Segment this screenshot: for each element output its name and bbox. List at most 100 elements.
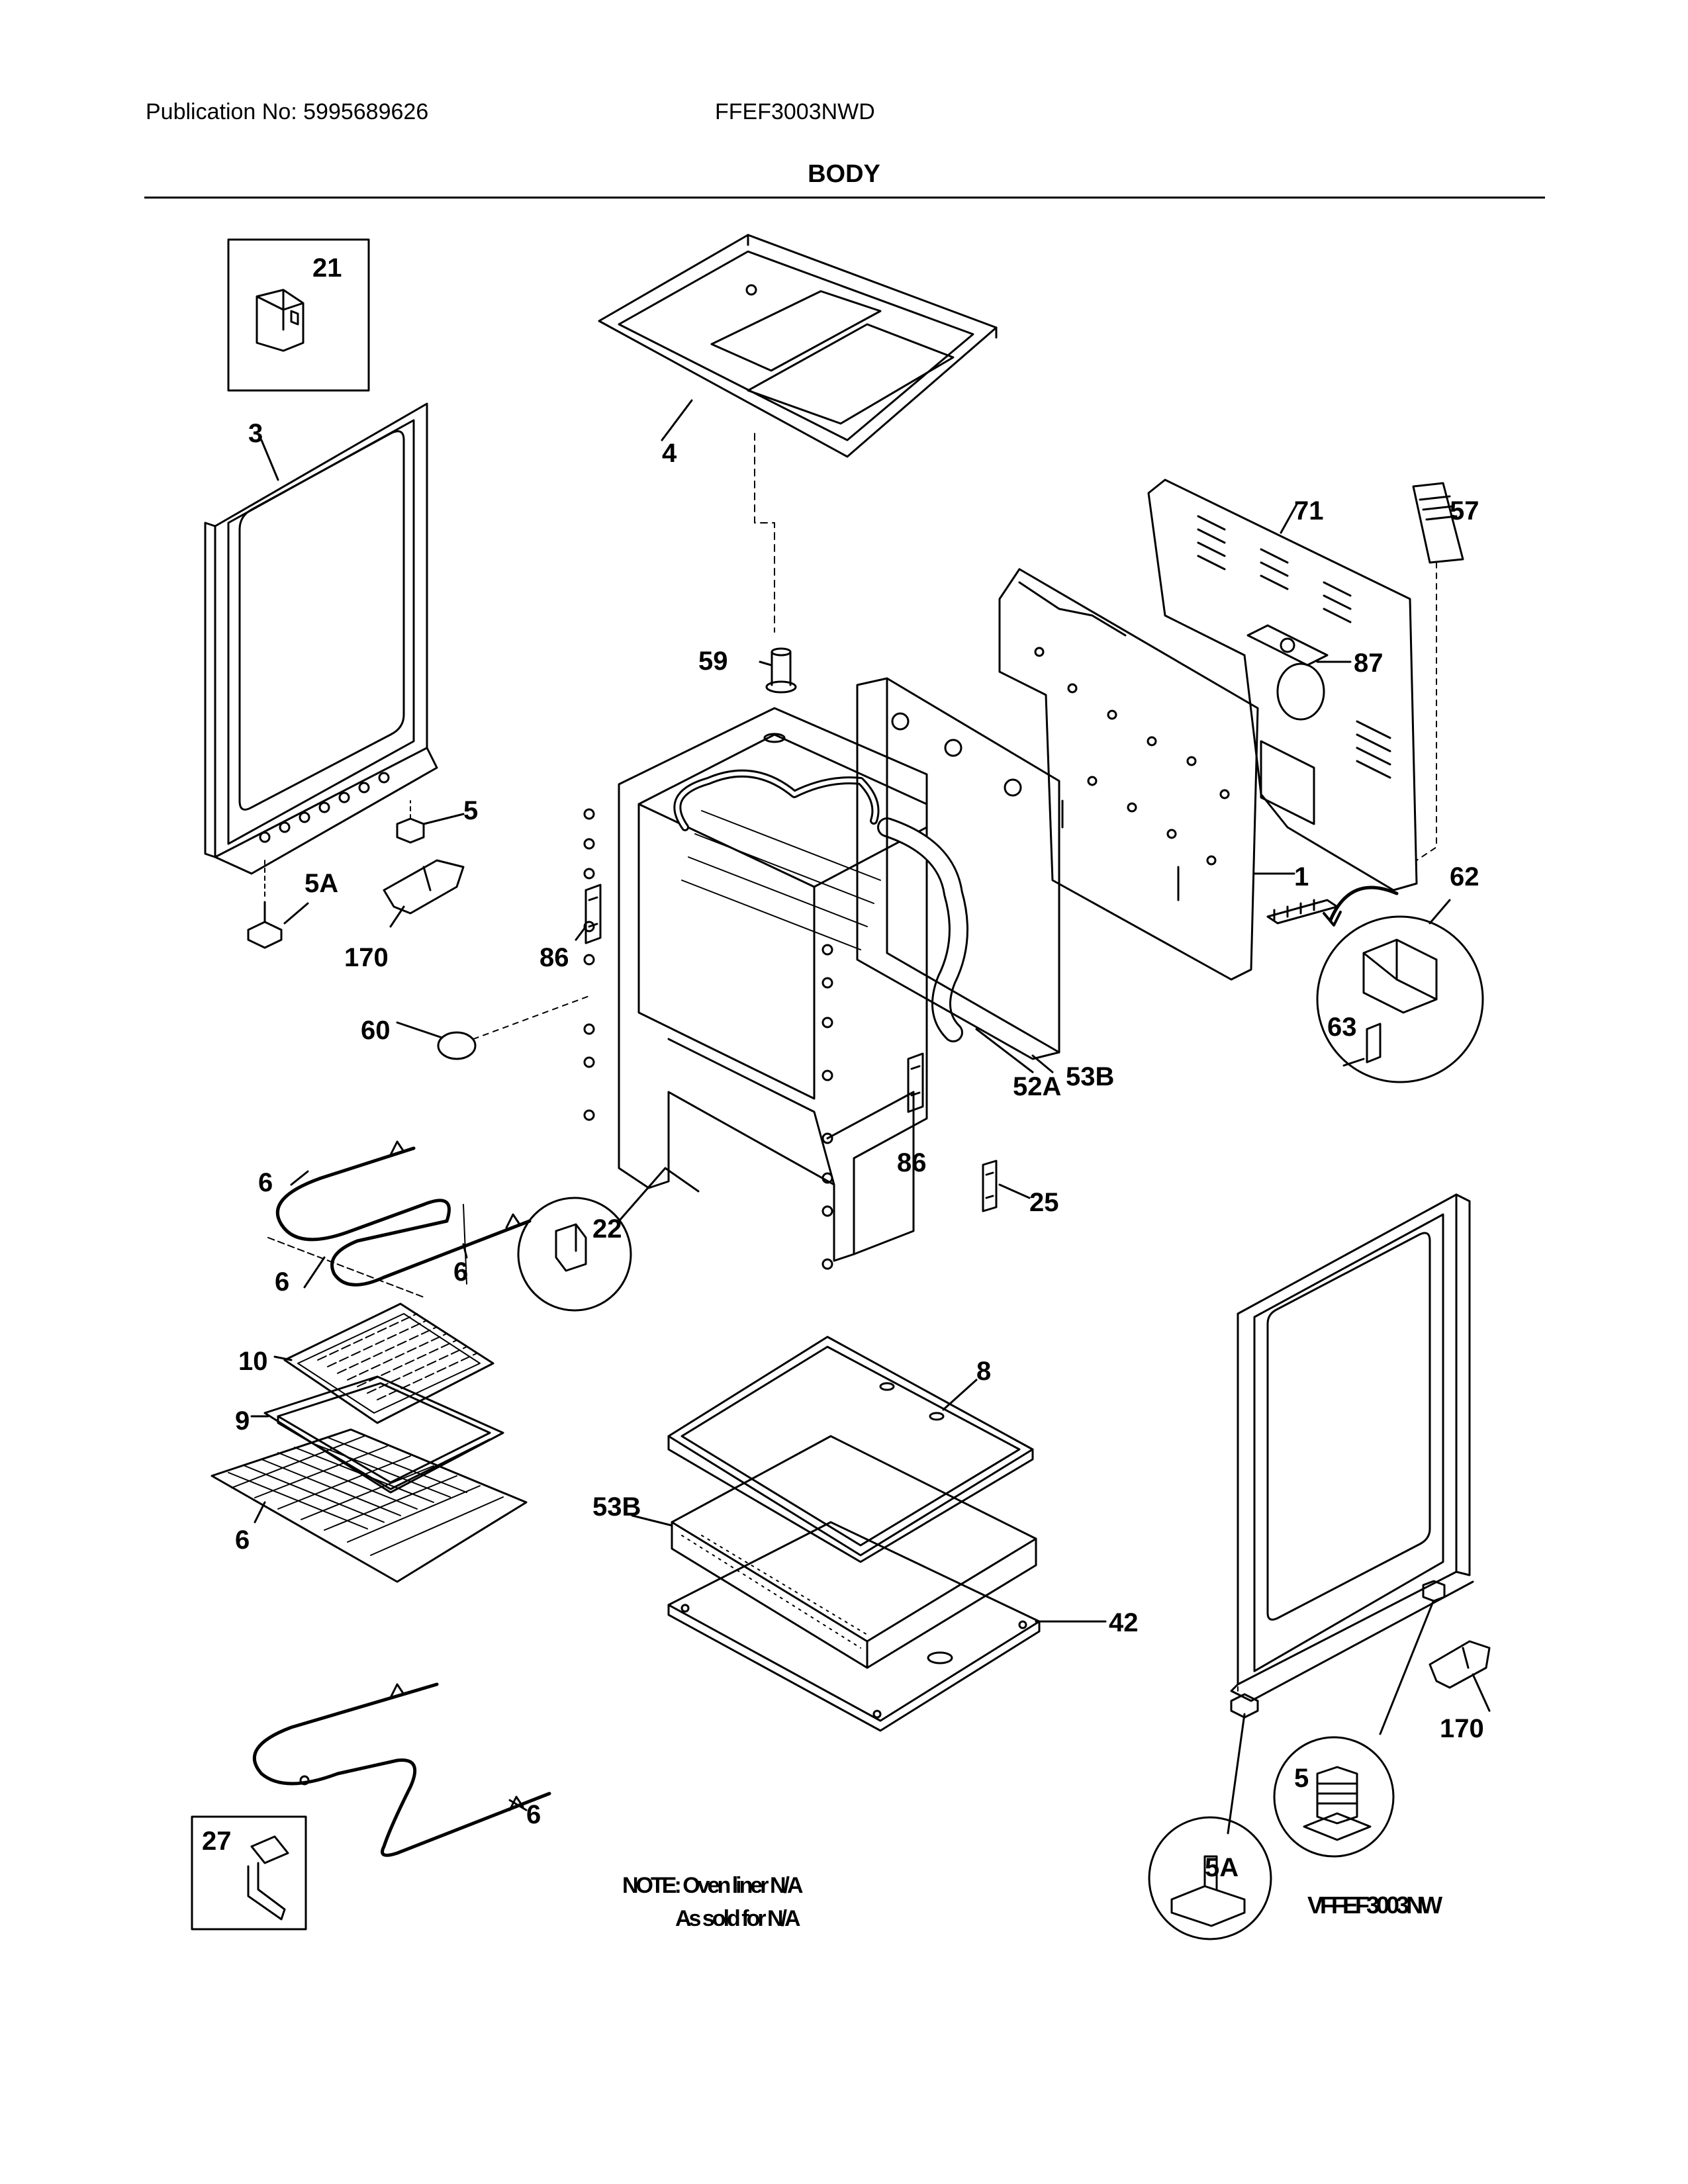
part-170-bracket-upper — [383, 859, 465, 915]
leader-170-lower — [1472, 1673, 1491, 1712]
label-57: 57 — [1450, 496, 1479, 525]
leader-3 — [260, 439, 279, 481]
leader-5A-lower — [1227, 1713, 1246, 1835]
label-4: 4 — [662, 439, 677, 468]
part-3-side-panel — [204, 402, 438, 875]
label-62: 62 — [1450, 862, 1479, 891]
page-title: BODY — [808, 160, 880, 188]
label-27: 27 — [202, 1827, 232, 1856]
label-21: 21 — [312, 253, 342, 283]
part-5-leveler-upper — [396, 800, 425, 844]
label-6-broil: 6 — [258, 1168, 273, 1197]
dashed-guide-57 — [1416, 562, 1437, 861]
part-9-broil-pan — [263, 1375, 504, 1494]
part-57-cover — [1412, 482, 1464, 564]
leader-6-bake — [508, 1799, 528, 1811]
label-53B-lower: 53B — [592, 1492, 641, 1522]
wire-6a — [267, 1237, 424, 1298]
label-87: 87 — [1354, 649, 1383, 678]
part-62-detail-circle — [1316, 915, 1484, 1083]
label-170-upper: 170 — [344, 943, 389, 972]
label-52A: 52A — [1013, 1072, 1061, 1101]
leader-59 — [759, 660, 773, 666]
diagram-reference-code: VFFEF3003NW — [1307, 1891, 1442, 1919]
part-5A-foot-upper — [247, 860, 283, 949]
label-60: 60 — [361, 1016, 391, 1045]
leader-71 — [1280, 502, 1299, 534]
leader-4 — [661, 399, 693, 441]
part-53B-insulation-lower — [671, 1435, 1037, 1669]
part-6-bake-element — [252, 1682, 551, 1857]
label-59: 59 — [698, 647, 728, 676]
leader-6-rack — [254, 1501, 266, 1524]
label-10: 10 — [238, 1347, 268, 1376]
leader-5-lower — [1379, 1600, 1434, 1735]
part-5A-foot-lower — [1230, 1670, 1259, 1719]
part-5A-detail-circle — [1148, 1816, 1272, 1940]
part-71-back-panel — [1147, 478, 1418, 891]
leader-22 — [618, 1167, 700, 1222]
label-42: 42 — [1109, 1608, 1139, 1637]
label-170-lower: 170 — [1440, 1714, 1484, 1743]
label-5A-upper: 5A — [305, 869, 338, 898]
label-6-rack: 6 — [235, 1525, 250, 1555]
wire-6b — [463, 1204, 467, 1285]
part-6-broil-element — [275, 1140, 532, 1287]
part-60-plug — [437, 1031, 477, 1060]
part-59-post — [765, 647, 797, 694]
leader-5A-upper — [283, 902, 309, 925]
part-170-bracket-lower — [1429, 1640, 1491, 1689]
leader-53B-upper — [1031, 1054, 1054, 1073]
dashed-guide-4 — [754, 433, 775, 633]
label-5-detail: 5 — [1294, 1764, 1309, 1793]
lower-right-side-panel — [1230, 1193, 1474, 1702]
oven-cavity-body — [618, 707, 968, 1262]
leader-52A — [975, 1028, 1034, 1073]
part-5-detail-circle — [1273, 1736, 1395, 1858]
screw-column-left — [583, 808, 595, 1121]
part-4-top-panel — [598, 234, 998, 458]
leader-60 — [396, 1021, 444, 1039]
part-27-inset — [191, 1815, 307, 1931]
part-86-hinge-receptacle-right — [907, 1052, 924, 1113]
part-86-hinge-receptacle-left — [585, 884, 602, 944]
publication-number: Publication No: 5995689626 — [146, 99, 429, 124]
leader-5-upper — [422, 813, 465, 825]
part-6-oven-rack — [211, 1428, 528, 1583]
part-22-hinge-detail — [555, 1223, 587, 1272]
part-5-leveler-detail — [1303, 1766, 1372, 1841]
part-5-leveler-lower — [1422, 1580, 1446, 1602]
label-6-wire-a: 6 — [275, 1267, 289, 1297]
label-8: 8 — [976, 1357, 991, 1386]
label-71: 71 — [1294, 496, 1324, 525]
dashed-guide-60 — [473, 995, 590, 1040]
arrow-62-head — [1323, 911, 1342, 927]
note-line-2: As sold for N/A — [675, 1906, 801, 1931]
label-86-right: 86 — [897, 1148, 927, 1177]
label-22: 22 — [592, 1214, 622, 1244]
label-9: 9 — [235, 1406, 250, 1435]
leader-6-wire-a — [303, 1256, 326, 1289]
leader-86-left — [575, 925, 587, 941]
leader-53B-lower — [631, 1514, 673, 1527]
label-63: 63 — [1327, 1013, 1357, 1042]
arrow-62 — [1329, 886, 1399, 922]
leader-170-upper — [389, 905, 405, 928]
part-25-clip — [982, 1160, 998, 1212]
part-5A-foot-detail — [1170, 1855, 1246, 1927]
label-5A-detail: 5A — [1205, 1853, 1239, 1882]
leader-8 — [942, 1379, 978, 1411]
model-number: FFEF3003NWD — [715, 99, 875, 124]
label-1: 1 — [1294, 862, 1309, 891]
leader-62 — [1429, 899, 1451, 925]
terminal-block — [1266, 899, 1338, 925]
screw-column-right — [821, 944, 833, 1270]
label-6-bake: 6 — [526, 1800, 541, 1829]
label-3: 3 — [248, 419, 263, 448]
label-53B-upper: 53B — [1066, 1062, 1114, 1091]
label-5-upper: 5 — [463, 796, 478, 825]
leader-10 — [273, 1355, 293, 1361]
header-rule — [144, 197, 1545, 199]
part-21-inset — [227, 238, 370, 392]
